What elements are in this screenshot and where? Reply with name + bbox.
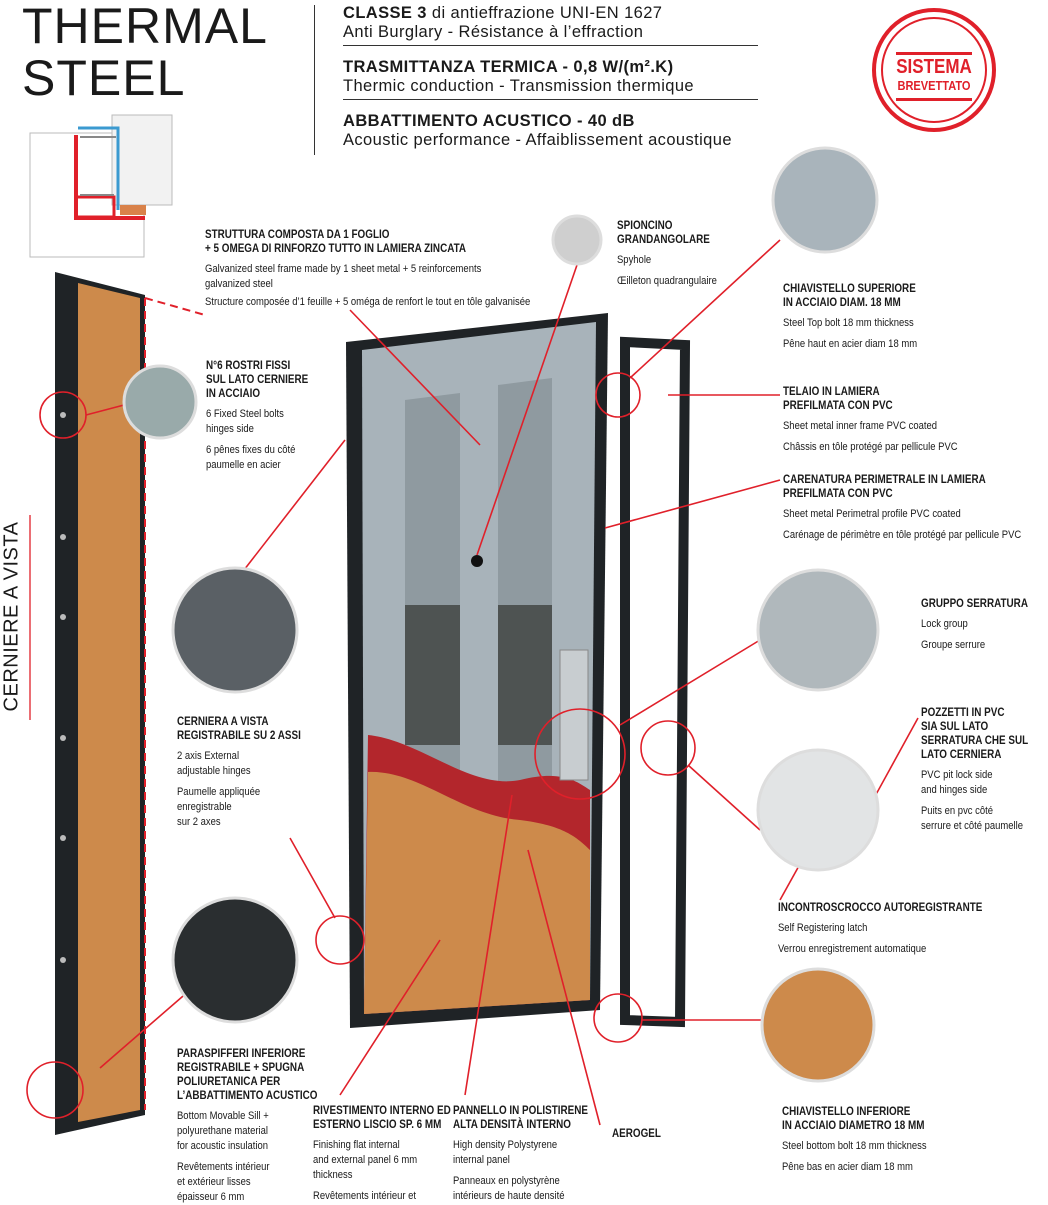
detail-insets bbox=[122, 146, 880, 1083]
spec-thermal: TRASMITTANZA TERMICA - 0,8 W/(m².K)Therm… bbox=[343, 58, 758, 100]
door-view bbox=[346, 313, 608, 1028]
divider bbox=[314, 5, 315, 155]
label-aerogel: AEROGEL bbox=[612, 1128, 661, 1140]
callouts bbox=[26, 239, 919, 1126]
label-struttura: STRUTTURA COMPOSTA DA 1 FOGLIO+ 5 OMEGA … bbox=[205, 229, 531, 308]
side-label: CERNIERE A VISTA bbox=[0, 521, 23, 712]
patent-stamp: SISTEMA BREVETTATO bbox=[872, 8, 996, 132]
section-drawing bbox=[29, 114, 173, 258]
